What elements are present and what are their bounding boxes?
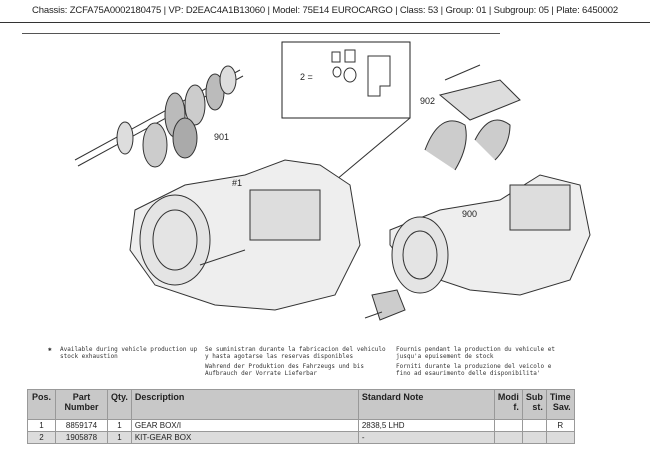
col-qty: Qty. xyxy=(107,389,132,420)
callout-1: #1 xyxy=(232,178,242,188)
col-pos: Pos. xyxy=(27,389,56,420)
table-header-row: Pos. Part Number Qty. Description Standa… xyxy=(27,389,575,420)
cell-subst xyxy=(521,419,547,432)
callout-2: 2 = xyxy=(300,72,313,82)
cell-qty: 1 xyxy=(107,431,132,444)
col-part-number: Part Number xyxy=(55,389,108,420)
cell-standard-note: - xyxy=(357,431,495,444)
cell-modif xyxy=(493,431,523,444)
cell-modif xyxy=(493,419,523,432)
shaft-assembly-901 xyxy=(74,65,244,168)
cell-description: KIT-GEAR BOX xyxy=(130,431,359,444)
table-row[interactable]: 1 8859174 1 GEAR BOX/I 2838,5 LHD R xyxy=(27,419,575,432)
cell-time-sav xyxy=(545,431,575,444)
parts-table: Pos. Part Number Qty. Description Standa… xyxy=(27,389,575,444)
callout-901: 901 xyxy=(214,132,229,142)
cell-qty: 1 xyxy=(107,419,132,432)
vehicle-info-header: Chassis: ZCFA75A0002180475 | VP: D2EAC4A… xyxy=(0,0,650,23)
callout-902: 902 xyxy=(420,96,435,106)
col-standard-note: Standard Note xyxy=(357,389,495,420)
cell-standard-note: 2838,5 LHD xyxy=(357,419,495,432)
col-description: Description xyxy=(130,389,359,420)
cell-time-sav: R xyxy=(545,419,575,432)
footnote-fr: Fournis pendant la production du vehicul… xyxy=(396,346,555,360)
footnote-de: Wahrend der Produktion des Fahrzeugs und… xyxy=(205,363,364,377)
gearbox-exploded-drawing: 901 902 900 #1 2 = xyxy=(74,41,591,321)
col-time-sav: Time Sav. xyxy=(545,389,575,420)
col-modif: Modi f. xyxy=(493,389,523,420)
col-subst: Sub st. xyxy=(521,389,547,420)
gearbox-housing xyxy=(129,159,361,311)
shift-forks-902 xyxy=(424,64,521,171)
inset-box xyxy=(281,41,411,119)
callout-900: 900 xyxy=(462,209,477,219)
divider xyxy=(22,33,500,34)
cell-part-number: 8859174 xyxy=(55,419,108,432)
footnote-it: Forniti durante la produzione del veicol… xyxy=(396,363,552,377)
cell-pos: 2 xyxy=(27,431,56,444)
footnote-symbol: ✱ xyxy=(48,346,52,353)
cell-subst xyxy=(521,431,547,444)
footnote-en: Available during vehicle production up s… xyxy=(60,346,198,360)
cell-pos: 1 xyxy=(27,419,56,432)
cell-description: GEAR BOX/I xyxy=(130,419,359,432)
cell-part-number: 1905878 xyxy=(55,431,108,444)
footnote-es: Se suministran durante la fabricacion de… xyxy=(205,346,386,360)
gearbox-assembly-900 xyxy=(364,174,591,321)
table-row[interactable]: 2 1905878 1 KIT-GEAR BOX - xyxy=(27,431,575,444)
